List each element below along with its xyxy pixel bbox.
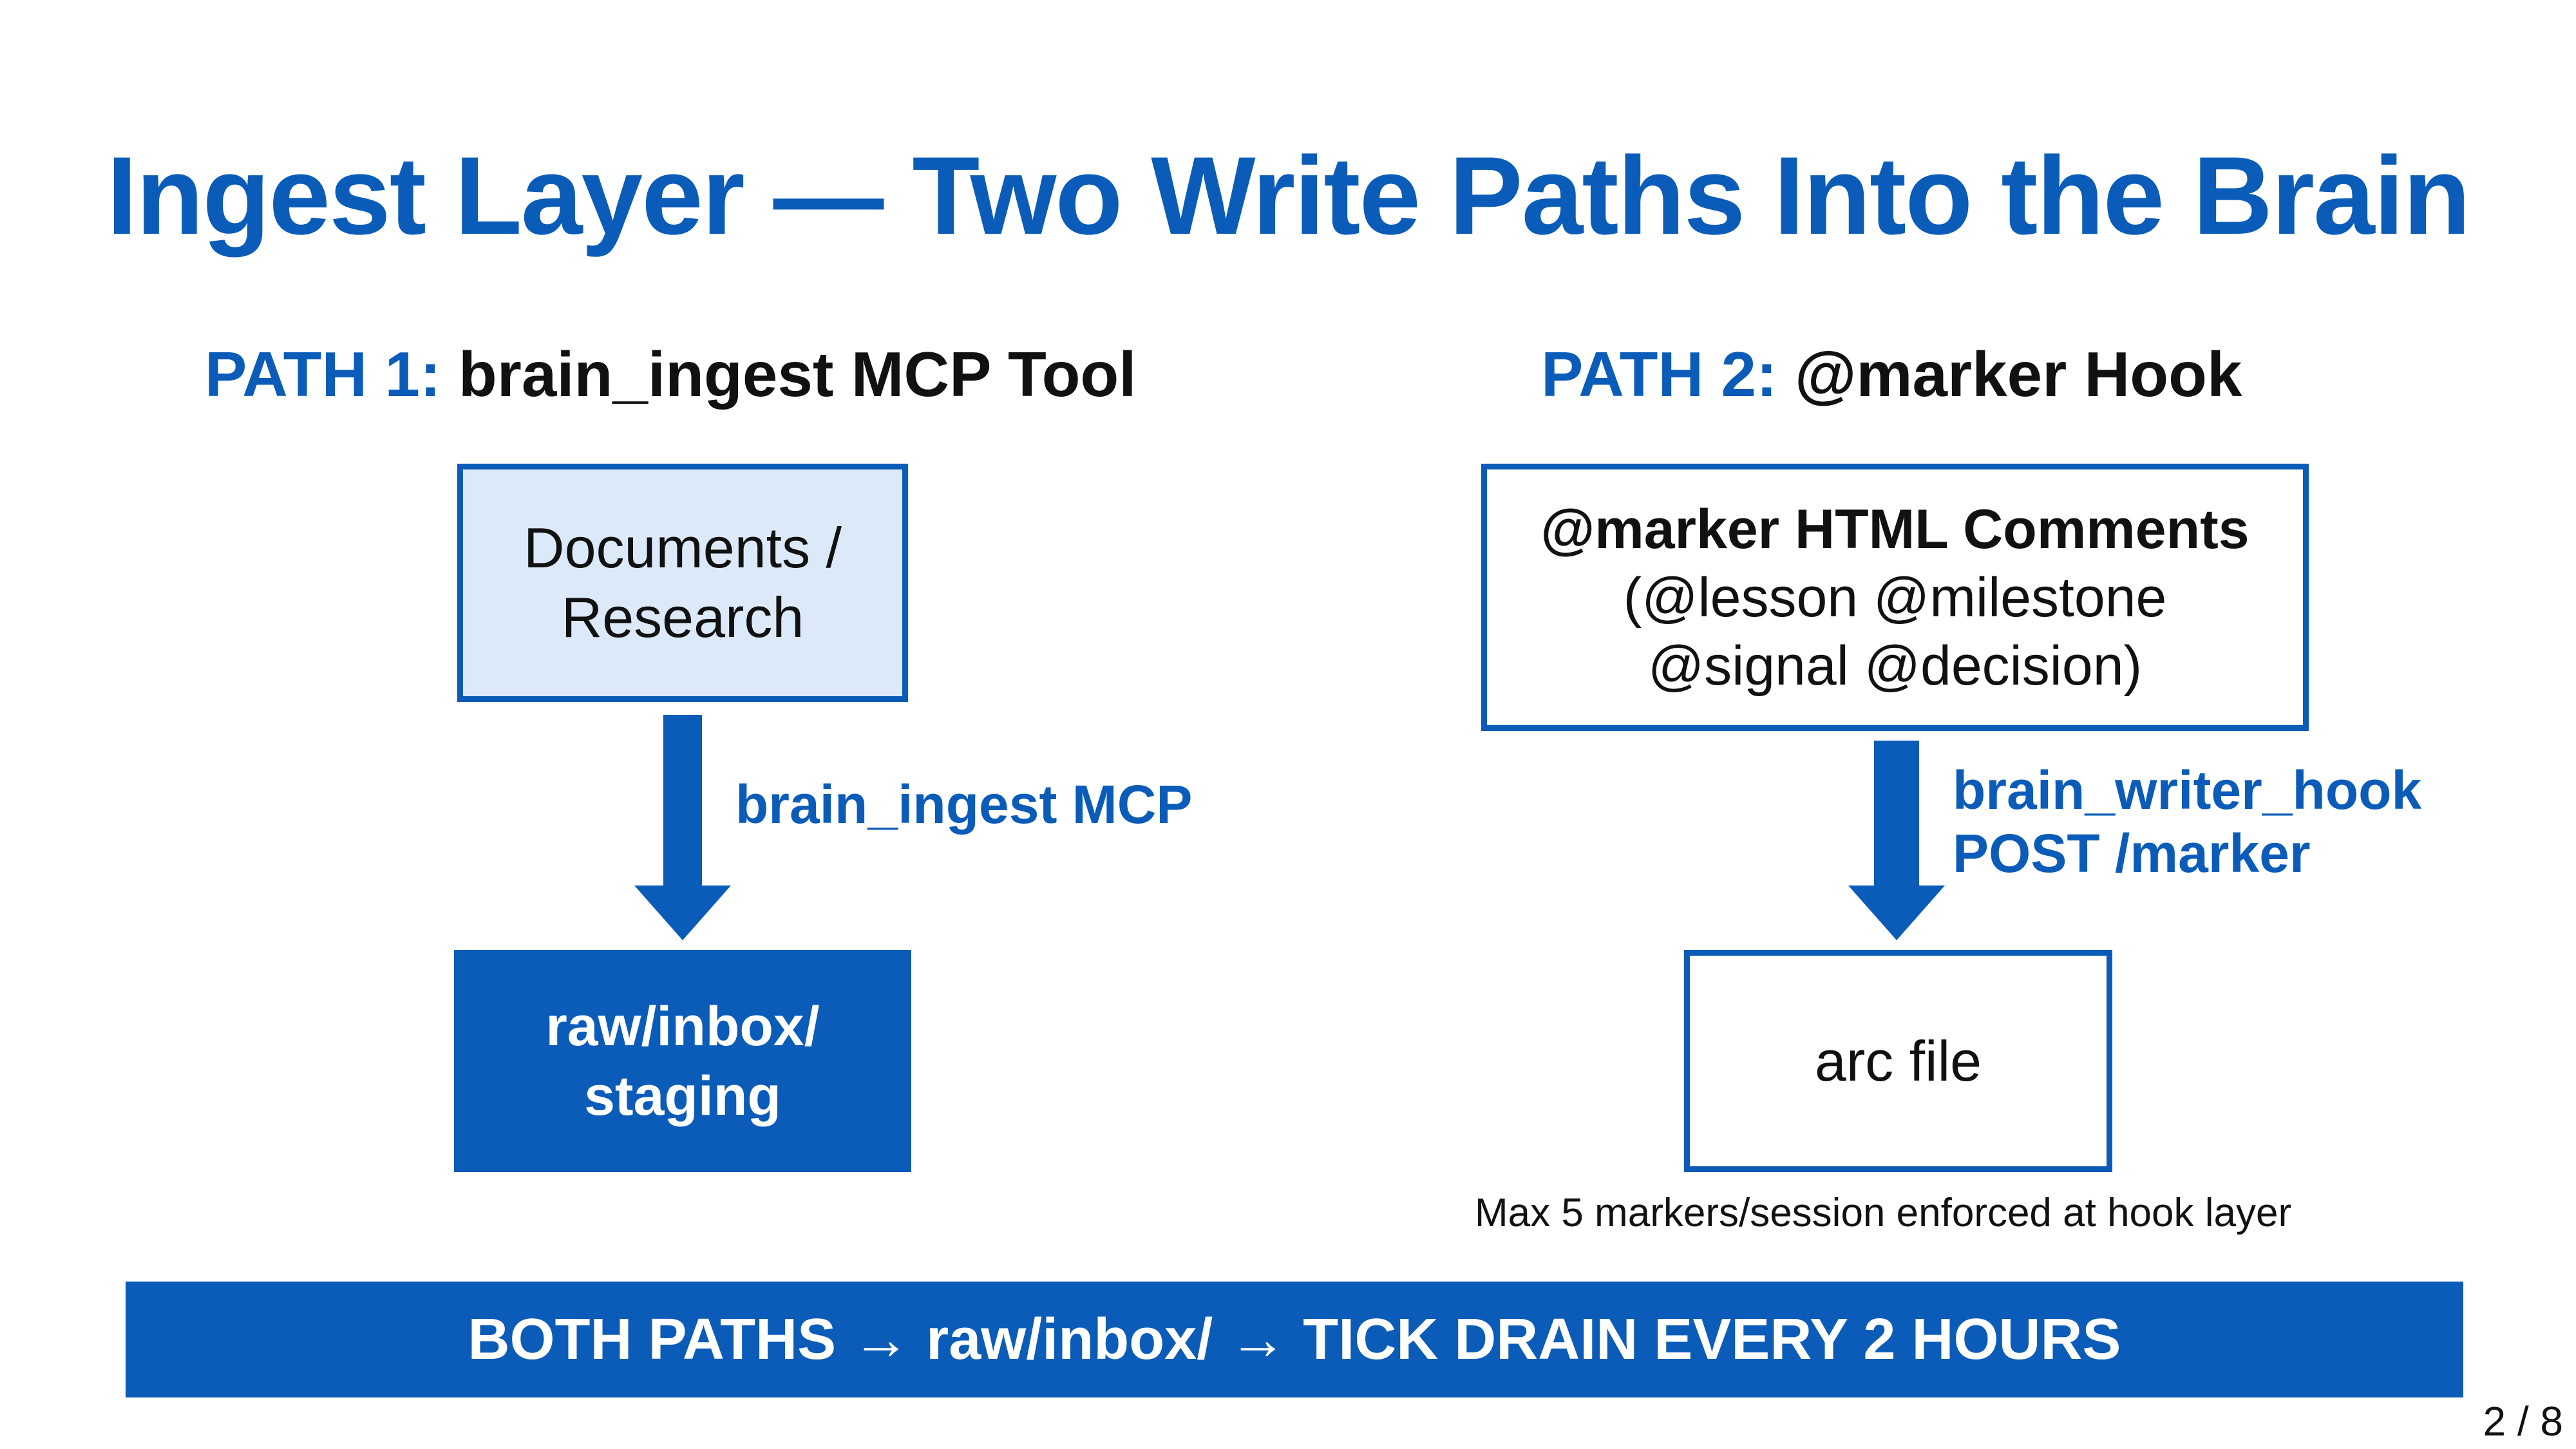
raw-inbox-line: raw/inbox/ xyxy=(545,995,820,1057)
summary-banner-text: BOTH PATHS → raw/inbox/ → TICK DRAIN EVE… xyxy=(468,1307,2121,1372)
documents-line: Documents / xyxy=(524,516,842,580)
slide-title: Ingest Layer — Two Write Paths Into the … xyxy=(106,134,2470,258)
path1-name: brain_ingest MCP Tool xyxy=(458,339,1137,410)
path2-edge-label-line-1: brain_writer_hook xyxy=(1953,760,2422,820)
staging-line: staging xyxy=(584,1065,781,1127)
path2-edge-label-line-2: POST /marker xyxy=(1953,823,2311,884)
path1-prefix: PATH 1: xyxy=(205,339,441,410)
research-line: Research xyxy=(561,585,804,649)
documents-research-box: Documents / Research xyxy=(457,464,908,702)
path2-prefix: PATH 2: xyxy=(1541,339,1777,410)
marker-box-line-2: @signal @decision) xyxy=(1647,634,2143,697)
marker-html-comments-box: @marker HTML Comments (@lesson @mileston… xyxy=(1481,464,2309,731)
arc-file-box: arc file xyxy=(1684,950,2112,1172)
marker-box-title: @marker HTML Comments xyxy=(1540,498,2249,560)
path2-heading: PATH 2: @marker Hook xyxy=(1541,338,2242,411)
marker-box-line-1: (@lesson @milestone xyxy=(1623,566,2167,629)
path1-down-arrow-icon xyxy=(634,715,731,940)
raw-inbox-staging-box: raw/inbox/ staging xyxy=(454,950,911,1172)
summary-banner: BOTH PATHS → raw/inbox/ → TICK DRAIN EVE… xyxy=(126,1282,2463,1397)
path2-name: @marker Hook xyxy=(1794,339,2242,410)
page-number: 2 / 8 xyxy=(2483,1398,2563,1444)
path2-down-arrow-icon xyxy=(1848,741,1945,940)
path1-edge-label: brain_ingest MCP xyxy=(735,774,1193,835)
path2-edge-label: brain_writer_hook POST /marker xyxy=(1953,759,2421,885)
marker-limit-note: Max 5 markers/session enforced at hook l… xyxy=(1475,1191,2292,1235)
arc-file-label: arc file xyxy=(1814,1028,1982,1093)
path1-heading: PATH 1: brain_ingest MCP Tool xyxy=(205,338,1137,411)
